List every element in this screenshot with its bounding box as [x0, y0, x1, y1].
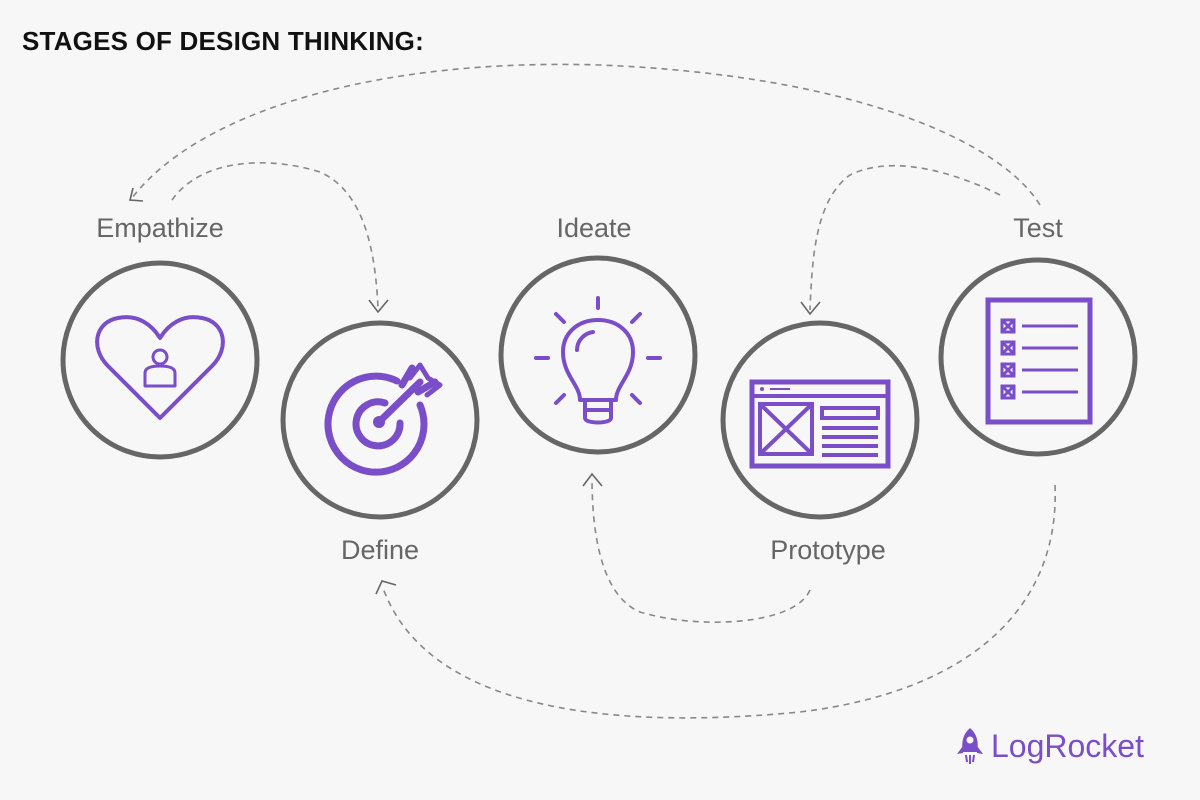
stage-label-define: Define [340, 535, 420, 565]
heart-person-icon [95, 315, 225, 420]
stage-label-empathize: Empathize [96, 213, 224, 243]
wireframe-icon [749, 379, 891, 469]
arrow-test-to-empathize [131, 63, 1041, 206]
rocket-icon [957, 728, 983, 764]
arrowhead-ideate [582, 472, 603, 487]
lightbulb-icon [534, 296, 662, 425]
arrow-empathize-to-define [171, 161, 379, 309]
stage-label-test: Test [1013, 213, 1063, 243]
arrowhead-define-bottom [375, 580, 397, 595]
checklist-icon [985, 297, 1093, 425]
stage-label-prototype: Prototype [770, 535, 886, 565]
circle-test [938, 257, 1138, 457]
arrowhead-prototype [800, 301, 821, 316]
circle-ideate [498, 255, 698, 455]
arrow-prototype-to-ideate [591, 477, 811, 623]
logrocket-logo: LogRocket [955, 726, 1144, 766]
brand-name: LogRocket [991, 727, 1144, 764]
arrow-test-to-define [382, 484, 1056, 719]
target-arrow-icon [324, 362, 443, 476]
arrowhead-define [368, 299, 389, 314]
stage-label-ideate: Ideate [556, 213, 632, 243]
arrow-heads [128, 187, 821, 595]
arrowhead-empathize [128, 187, 144, 202]
connector-arrows [131, 63, 1056, 719]
arrow-test-to-prototype [809, 164, 1001, 311]
circle-empathize [60, 260, 260, 460]
page-title: STAGES OF DESIGN THINKING: [22, 26, 424, 56]
